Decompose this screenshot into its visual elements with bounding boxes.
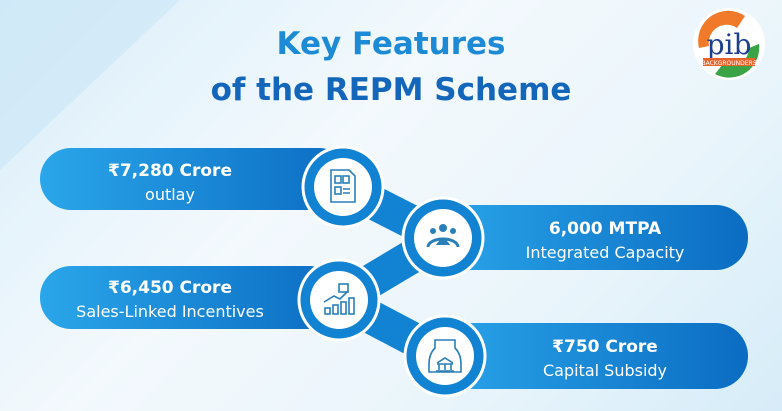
feature-label: Capital Subsidy [542, 361, 668, 380]
feature-pill-2 [430, 205, 748, 270]
feature-pill-3 [40, 266, 340, 329]
feature-label: Integrated Capacity [525, 243, 685, 262]
feature-2: 6,000 MTPA Integrated Capacity [480, 218, 730, 264]
feature-value: ₹750 Crore [552, 337, 658, 357]
feature-pill-1 [40, 148, 350, 210]
feature-1: ₹7,280 Crore outlay [40, 160, 300, 206]
feature-value: ₹6,450 Crore [108, 278, 232, 298]
svg-text:BACKGROUNDERS: BACKGROUNDERS [701, 60, 756, 67]
feature-value: 6,000 MTPA [548, 219, 662, 239]
feature-value: ₹7,280 Crore [108, 161, 232, 181]
title-line-1: Key Features [276, 26, 506, 62]
title-line-2: of the REPM Scheme [210, 72, 572, 108]
team-gear-icon [426, 224, 460, 248]
feature-3: ₹6,450 Crore Sales-Linked Incentives [40, 277, 300, 323]
svg-text:pib: pib [707, 28, 752, 61]
document-icon [330, 169, 356, 203]
feature-label: Sales-Linked Incentives [76, 302, 264, 321]
pib-logo: pib BACKGROUNDERS [693, 8, 765, 80]
feature-pill-4 [430, 323, 748, 389]
growth-chart-icon [323, 283, 355, 315]
feature-label: outlay [145, 185, 195, 204]
government-subsidy-icon [428, 339, 462, 373]
feature-4: ₹750 Crore Capital Subsidy [480, 336, 730, 382]
